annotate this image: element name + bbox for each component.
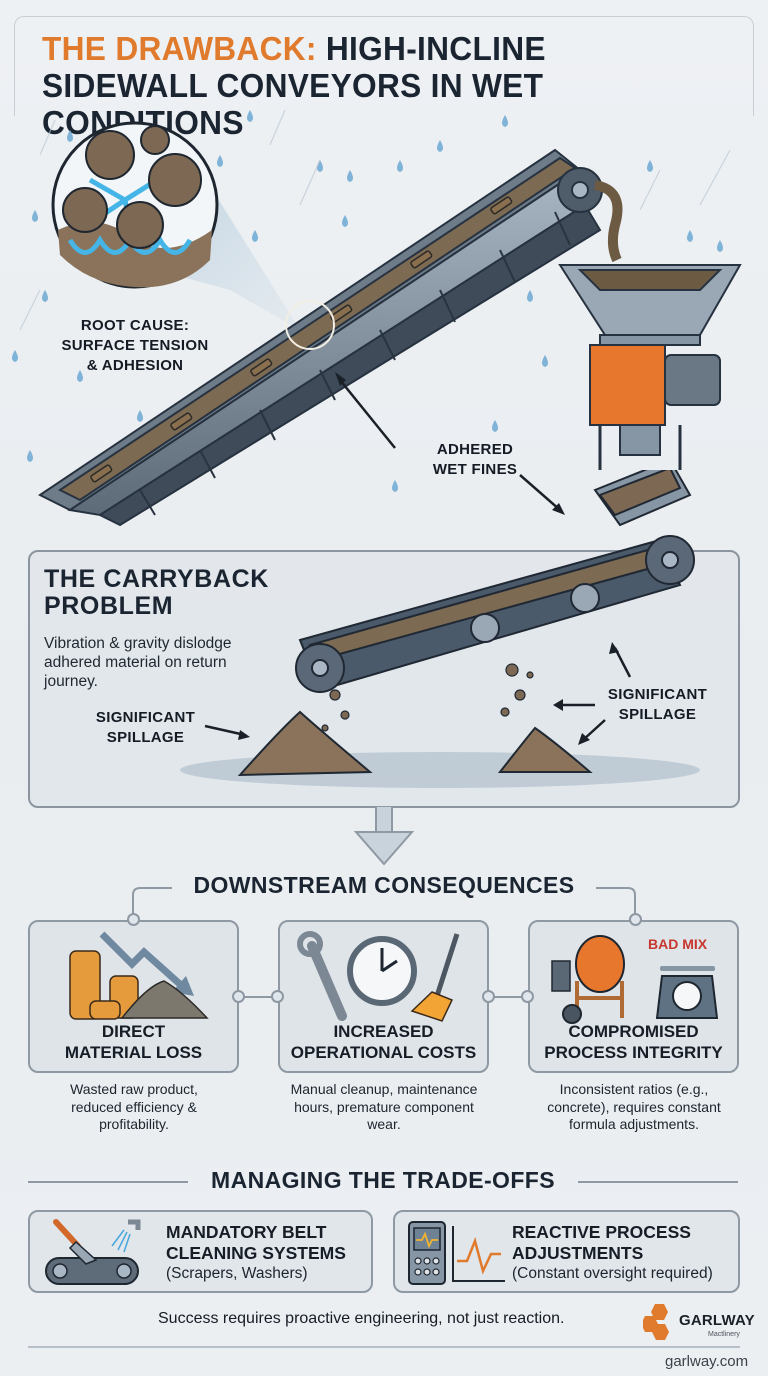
title-frame bbox=[14, 16, 754, 116]
wrench-clock-broom-icon bbox=[297, 931, 460, 1022]
hopper-gearbox bbox=[558, 264, 742, 470]
connector-line bbox=[490, 996, 528, 998]
tradeoff-text: REACTIVE PROCESS ADJUSTMENTS (Constant o… bbox=[512, 1222, 713, 1283]
title-accent: THE DRAWBACK: bbox=[42, 30, 317, 67]
page-title: THE DRAWBACK: HIGH-INCLINE SIDEWALL CONV… bbox=[42, 30, 714, 141]
card-title-line1: DIRECT bbox=[101, 1022, 166, 1041]
root-cause-line3: & ADHESION bbox=[86, 357, 184, 374]
card-title-line1: INCREASED bbox=[333, 1022, 434, 1041]
spillage-label-left: SIGNIFICANT SPILLAGE bbox=[78, 708, 213, 748]
connector-node bbox=[521, 990, 534, 1003]
down-arrow-icon bbox=[353, 806, 415, 866]
spillage-right-line1: SIGNIFICANT bbox=[607, 686, 708, 703]
spillage-right-line2: SPILLAGE bbox=[618, 706, 697, 723]
connector-node bbox=[271, 990, 284, 1003]
tradeoff-title-line2: CLEANING SYSTEMS bbox=[166, 1243, 346, 1263]
tradeoffs-heading: MANAGING THE TRADE-OFFS bbox=[211, 1167, 555, 1193]
tradeoff-title-line1: MANDATORY BELT bbox=[166, 1222, 327, 1242]
carryback-title-line1: THE CARRYBACK bbox=[44, 565, 269, 593]
consequences-connector bbox=[132, 887, 636, 920]
carryback-title-line2: PROBLEM bbox=[44, 592, 174, 620]
monitor-waveform-icon bbox=[408, 1221, 505, 1285]
card-description: Wasted raw product, reduced efficiency &… bbox=[70, 1081, 198, 1132]
connector-node bbox=[127, 913, 140, 926]
tradeoff-process-adjustments: REACTIVE PROCESS ADJUSTMENTS (Constant o… bbox=[393, 1210, 740, 1293]
footer-divider bbox=[28, 1346, 740, 1348]
card-title: COMPROMISED PROCESS INTEGRITY bbox=[530, 1021, 737, 1063]
belt-scraper-icon bbox=[45, 1219, 141, 1285]
return-conveyor-illustration bbox=[180, 470, 700, 788]
site-url[interactable]: garlway.com bbox=[665, 1353, 749, 1370]
tradeoff-title-line2: ADJUSTMENTS bbox=[512, 1243, 644, 1263]
adhered-wet-fines-label: ADHERED WET FINES bbox=[420, 440, 530, 480]
adhered-line2: WET FINES bbox=[432, 461, 518, 478]
coins-downtrend-icon bbox=[69, 931, 209, 1020]
connector-node bbox=[482, 990, 495, 1003]
connector-node bbox=[232, 990, 245, 1003]
divider bbox=[28, 1181, 188, 1183]
root-cause-label: ROOT CAUSE: SURFACE TENSION & ADHESION bbox=[60, 316, 210, 376]
carryback-title: THE CARRYBACK PROBLEM bbox=[44, 566, 269, 620]
mixer-scale-icon bbox=[551, 935, 719, 1024]
brand-subtitle: Mactlinery bbox=[708, 1331, 740, 1338]
consequence-card-material-loss: DIRECT MATERIAL LOSS bbox=[28, 920, 239, 1073]
footer-tagline: Success requires proactive engineering, … bbox=[158, 1310, 565, 1327]
title-rest: HIGH-INCLINE SIDEWALL CONVEYORS IN WET C… bbox=[42, 30, 546, 141]
connector-node bbox=[629, 913, 642, 926]
bad-mix-badge: BAD MIX bbox=[648, 936, 708, 952]
brand-name: GARLWAY bbox=[679, 1312, 755, 1329]
tradeoff-subtitle: (Scrapers, Washers) bbox=[166, 1265, 308, 1282]
card-title-line2: PROCESS INTEGRITY bbox=[544, 1043, 723, 1062]
card-title-line1: COMPROMISED bbox=[568, 1022, 699, 1041]
connector-line bbox=[240, 996, 278, 998]
consequence-card-operational-costs: INCREASED OPERATIONAL COSTS bbox=[278, 920, 489, 1073]
root-cause-line2: SURFACE TENSION bbox=[61, 337, 209, 354]
garlway-logo-icon bbox=[643, 1304, 669, 1340]
card-title: DIRECT MATERIAL LOSS bbox=[30, 1021, 237, 1063]
tradeoff-subtitle: (Constant oversight required) bbox=[512, 1265, 713, 1282]
tradeoff-belt-cleaning: MANDATORY BELT CLEANING SYSTEMS (Scraper… bbox=[28, 1210, 373, 1293]
incline-conveyor-illustration bbox=[12, 109, 742, 527]
spillage-label-right: SIGNIFICANT SPILLAGE bbox=[595, 685, 720, 725]
card-description: Manual cleanup, maintenance hours, prema… bbox=[290, 1081, 478, 1132]
root-cause-line1: ROOT CAUSE: bbox=[80, 317, 190, 334]
card-title: INCREASED OPERATIONAL COSTS bbox=[280, 1021, 487, 1063]
consequences-heading: DOWNSTREAM CONSEQUENCES bbox=[193, 872, 575, 898]
magnified-adhesion-icon bbox=[51, 121, 219, 289]
spillage-left-line1: SIGNIFICANT bbox=[95, 709, 196, 726]
card-title-line2: MATERIAL LOSS bbox=[64, 1043, 203, 1062]
adhered-line1: ADHERED bbox=[436, 441, 514, 458]
card-title-line2: OPERATIONAL COSTS bbox=[290, 1043, 477, 1062]
card-description: Inconsistent ratios (e.g., concrete), re… bbox=[547, 1081, 721, 1132]
carryback-description: Vibration & gravity dislodge adhered mat… bbox=[44, 635, 232, 690]
divider bbox=[578, 1181, 738, 1183]
tradeoff-text: MANDATORY BELT CLEANING SYSTEMS (Scraper… bbox=[166, 1222, 346, 1283]
tradeoff-title-line1: REACTIVE PROCESS bbox=[512, 1222, 691, 1242]
spillage-left-line2: SPILLAGE bbox=[106, 729, 185, 746]
consequence-card-process-integrity: BAD MIX COMPROMISED PROCESS INTEGRITY bbox=[528, 920, 739, 1073]
